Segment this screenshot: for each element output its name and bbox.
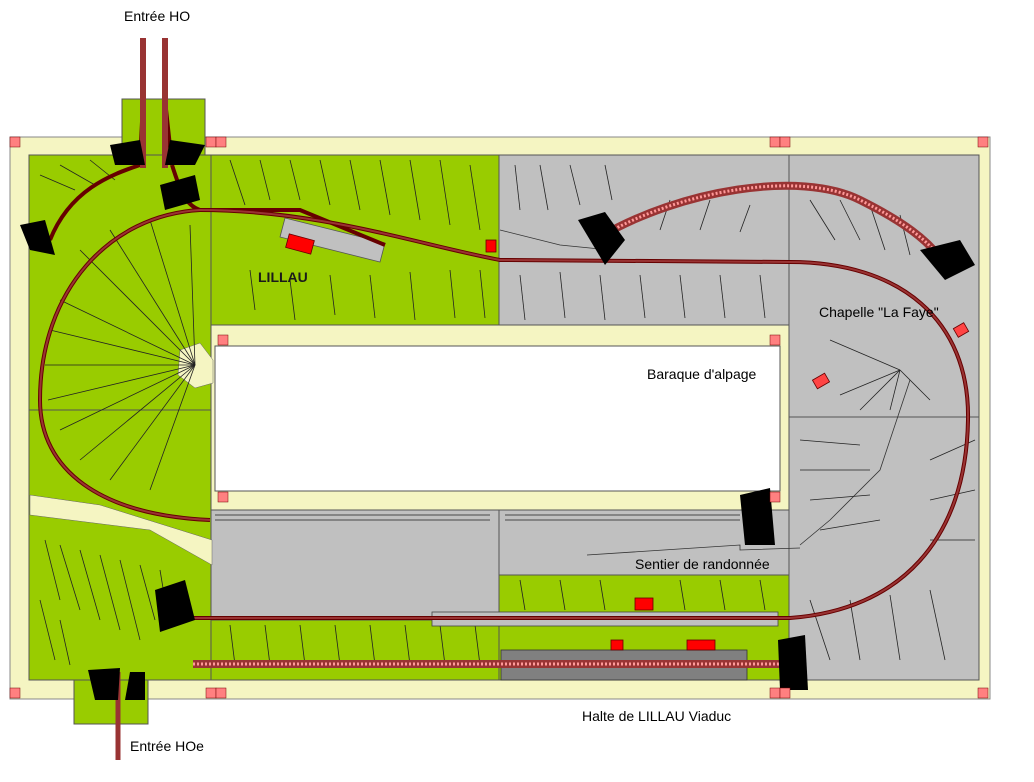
label-sentier: Sentier de randonnée — [635, 556, 770, 572]
label-baraque: Baraque d'alpage — [647, 366, 757, 382]
module-bottom-grass-left — [210, 619, 500, 681]
central-opening — [214, 345, 781, 492]
corner-markers — [9, 136, 989, 699]
label-chapelle: Chapelle "La Faye" — [819, 304, 939, 320]
halte-building-small — [610, 639, 624, 651]
track-ho-inner — [38, 209, 970, 619]
slope-hatching-bottom — [215, 514, 766, 666]
module-rock-right-top — [788, 154, 980, 418]
lillau-station-building — [285, 233, 315, 255]
label-entree-ho: Entrée HO — [124, 8, 191, 24]
chapelle-building — [952, 322, 970, 338]
lillau-small-building — [485, 239, 497, 253]
baraque-building — [811, 372, 831, 390]
slope-hatching-left — [39, 159, 196, 666]
slope-hatching-rock — [514, 164, 976, 661]
label-entree-hoe: Entrée HOe — [130, 738, 204, 754]
sentier-building — [634, 597, 654, 611]
label-halte: Halte de LILLAU Viaduc — [582, 708, 732, 724]
lillau-station-platform — [279, 217, 386, 263]
hiking-trail — [499, 229, 911, 556]
tunnel-portals — [20, 140, 975, 700]
footpath-left — [29, 494, 213, 566]
module-rock-right-bottom — [788, 416, 980, 681]
module-rock-top — [498, 154, 790, 326]
slope-hatching-lillau — [229, 159, 486, 321]
module-bottom-rock-mid — [498, 509, 790, 576]
label-lillau: LILLAU — [258, 269, 308, 285]
halte-building-large — [686, 639, 716, 651]
